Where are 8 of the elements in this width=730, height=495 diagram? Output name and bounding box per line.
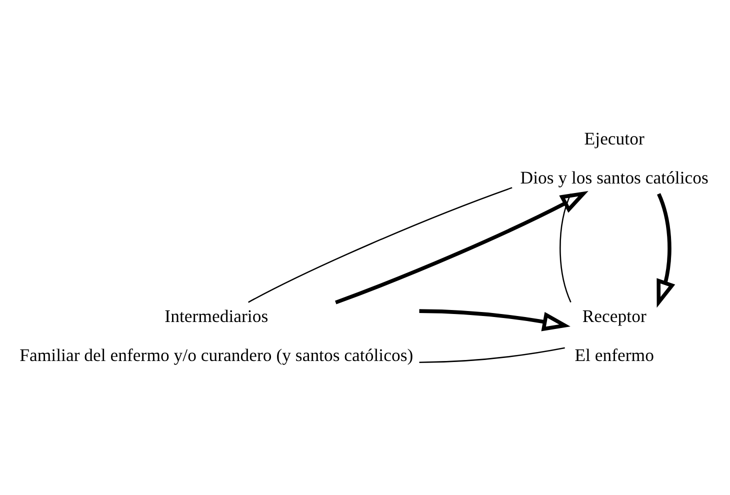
- arrow: [334, 190, 588, 304]
- connector: [419, 346, 565, 362]
- arrow: [419, 308, 570, 331]
- connector: [248, 186, 512, 302]
- arrow: [656, 192, 676, 308]
- node-text: Receptor El enfermo: [574, 305, 654, 365]
- node-text: Ejecutor Dios y los santos católicos: [520, 128, 708, 188]
- node-text: Intermediarios Familiar del enfermo y/o curandero (y santos católicos): [20, 305, 414, 365]
